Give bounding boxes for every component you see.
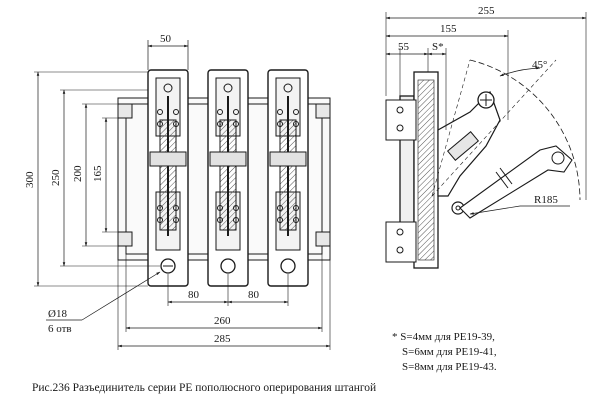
pole-3 <box>267 69 309 287</box>
dim-height-250: 250 <box>50 169 62 186</box>
note-line-1: * S=4мм для РЕ19-39, <box>392 331 495 343</box>
dim-side-s: S* <box>432 41 444 53</box>
dim-top-50: 50 <box>160 33 172 45</box>
dim-side-255: 255 <box>478 5 495 17</box>
dim-side-55: 55 <box>398 41 410 53</box>
dim-side-angle: 45° <box>532 59 547 71</box>
material-notes: * S=4мм для РЕ19-39, S=6мм для РЕ19-41, … <box>392 330 497 375</box>
figure-caption: Рис.236 Разъединитель серии РЕ пополюсно… <box>32 382 377 394</box>
side-view <box>385 12 587 269</box>
dim-hole-diameter: Ø18 <box>48 308 67 320</box>
dim-pitch-left: 80 <box>188 289 200 301</box>
note-line-3: S=8мм для РЕ19-43. <box>402 361 497 373</box>
pole-1 <box>147 69 189 287</box>
dim-side-155: 155 <box>440 23 457 35</box>
note-line-2: S=6мм для РЕ19-41, <box>402 346 497 358</box>
dim-height-200: 200 <box>72 165 84 182</box>
front-view <box>34 40 331 350</box>
dim-hole-count: 6 отв <box>48 323 72 335</box>
dim-width-285: 285 <box>214 333 231 345</box>
dim-height-165: 165 <box>92 165 104 182</box>
dim-pitch-right: 80 <box>248 289 260 301</box>
dim-width-260: 260 <box>214 315 231 327</box>
dim-height-300: 300 <box>24 171 36 188</box>
pole-2 <box>207 69 249 287</box>
dim-side-radius: R185 <box>534 194 558 206</box>
